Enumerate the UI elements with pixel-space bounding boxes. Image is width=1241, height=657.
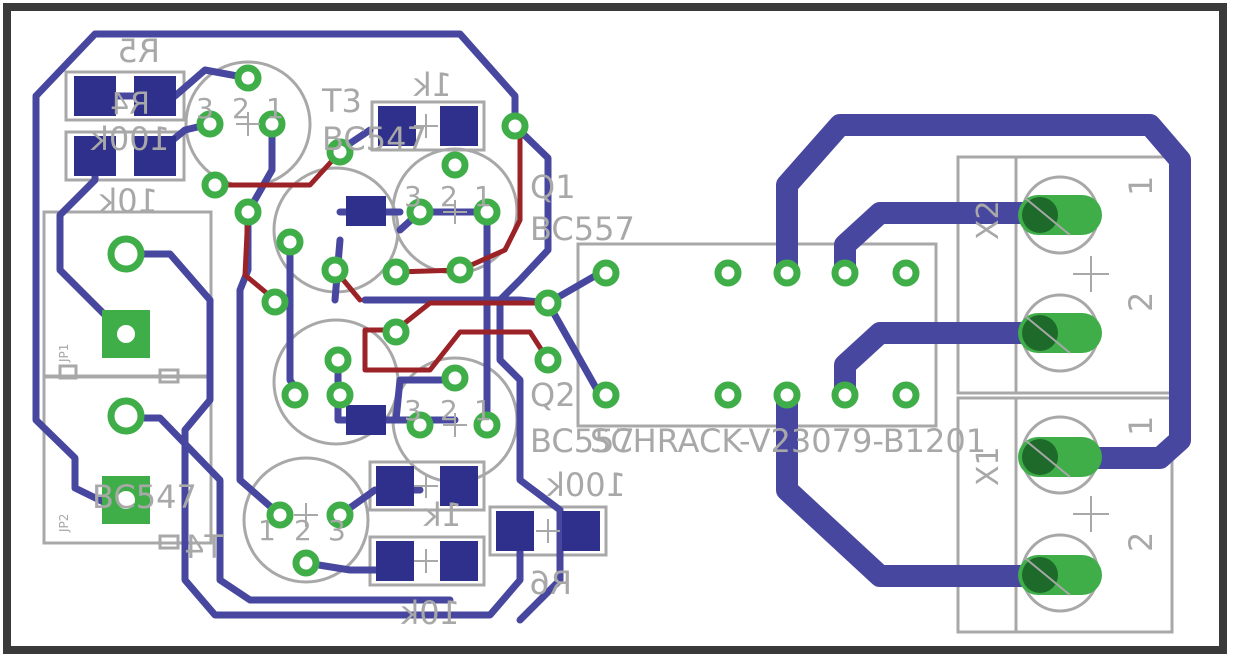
x2-pin1-label: 1 [1122,176,1160,196]
pin-mark: 1 [258,514,276,547]
x1-name-label: X1 [971,446,1006,486]
r4-value-label: 10k [98,182,158,220]
part-origin-marks [236,112,560,573]
t4-type-label: BC547 [92,478,197,516]
r4-outline [64,130,186,182]
r6-value-label: 100k [546,466,626,504]
pin-mark: 2 [294,514,312,547]
r5-value-label: 100k [90,120,170,158]
r-10k-bottom-label: 10k [400,594,460,632]
q1-name-label: Q1 [530,168,576,206]
r6-outline [488,505,608,557]
smd-pads [74,76,600,581]
board-outline [3,3,1227,654]
r6-name-label: R6 [529,564,572,602]
top-copper-traces [212,123,551,373]
r-1k-top-label: 1k [413,66,452,104]
jp2-name-label: JP2 [57,514,71,533]
pin-mark: 3 [196,92,214,125]
pin-mark: 1 [474,180,492,213]
pin-mark: 2 [440,394,458,427]
r-10k-bottom-outline [368,535,486,587]
x2-name-label: X2 [971,200,1006,240]
terminal-pads [1018,195,1102,596]
q2-name-label: Q2 [530,376,576,414]
silkscreen-text: R5 R4 100k 10k 1k 1k 100k R6 10k T4 T3 B… [57,32,1160,632]
q1-type-label: BC557 [530,210,635,248]
x1-outline [956,396,1174,634]
pin-mark: 1 [266,92,284,125]
r5-outline [64,70,186,122]
silkscreen-crosshairs [1073,256,1109,532]
pin-mark: 2 [232,92,250,125]
pin-mark: 3 [404,180,422,213]
through-hole-pads [107,64,920,577]
t3-name-label: T3 [321,82,362,120]
r-1k-bottom-outline [368,460,486,512]
r5-name-label: R5 [117,32,160,70]
r-1k-top-outline [370,100,486,152]
x2-pin2-label: 2 [1122,292,1160,312]
r-1k-bottom-label: 1k [423,496,462,534]
x1-pin1-label: 1 [1122,416,1160,436]
r4-name-label: R4 [110,87,150,122]
q2-type-label: BC557 [530,422,635,460]
t4-name-label: T4 [184,528,225,566]
pin-mark: 3 [328,514,346,547]
t4-outline [242,456,370,584]
pin-mark: 2 [440,180,458,213]
pin-mark: 1 [474,394,492,427]
jp1-name-label: JP1 [57,344,71,363]
relay-part-label: SCHRACK-V23079-B1201 [590,422,986,460]
power-traces [776,114,1191,587]
t3-type-label: BC547 [322,120,427,158]
pin-mark: 3 [404,394,422,427]
x1-pin2-label: 2 [1122,532,1160,552]
